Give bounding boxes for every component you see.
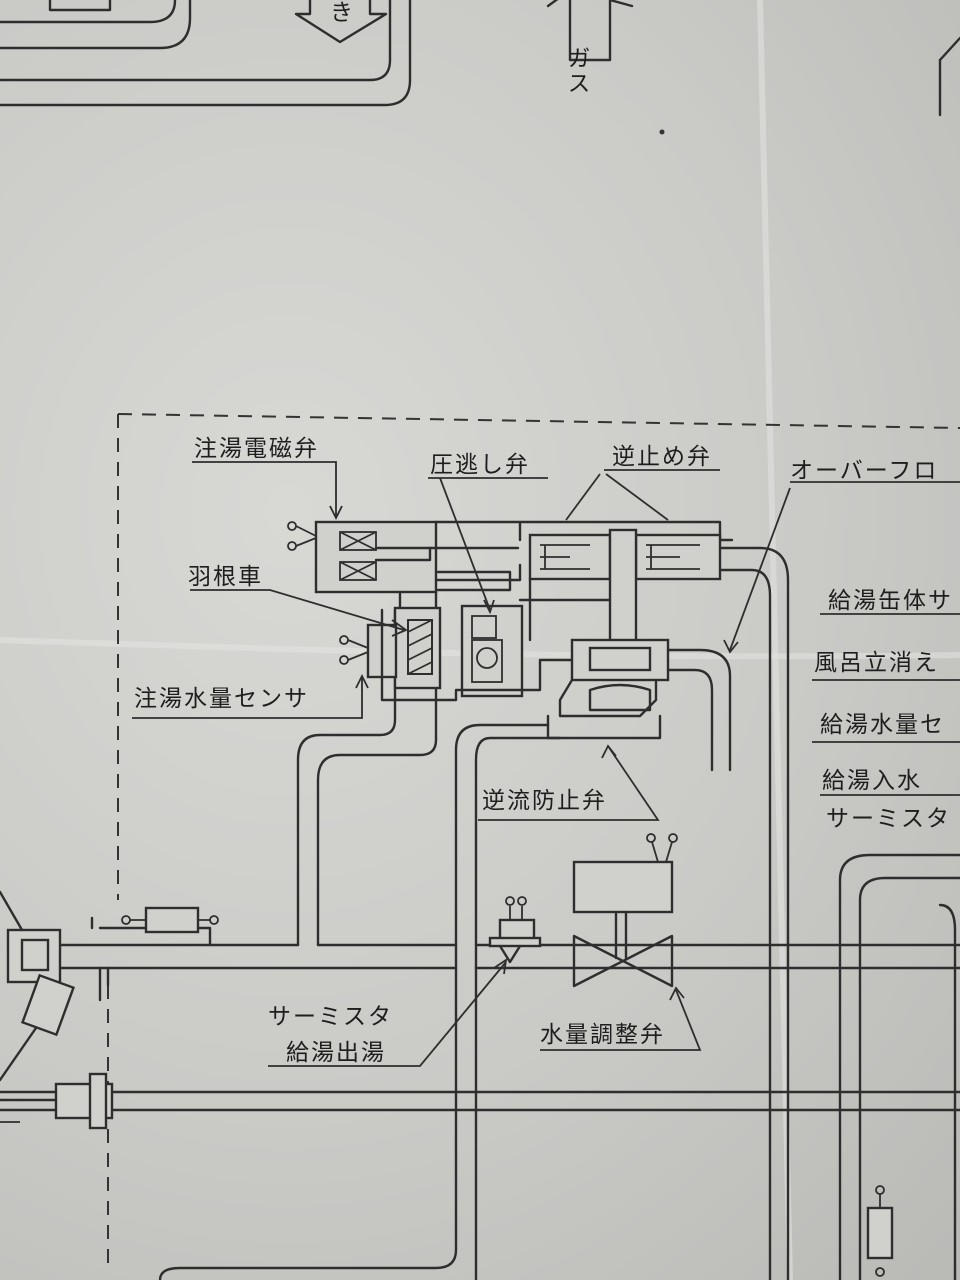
top-right-arrow [938, 36, 960, 62]
solenoid-terminals [287, 521, 369, 665]
label-impeller: 羽根車 [188, 564, 263, 590]
thermal-fuse [121, 906, 219, 934]
flow-adjust-valve [572, 833, 678, 988]
leader-lines [0, 461, 791, 1123]
valve-assembly [314, 520, 734, 740]
paper-crease [757, 0, 793, 1280]
overflow-pipes [666, 546, 790, 1280]
label-fill-solenoid: 注湯電磁弁 [194, 436, 319, 462]
label-hot-water-outlet: 給湯出湯 [286, 1040, 386, 1066]
left-lower-sensor [0, 1072, 114, 1130]
boundary-dashed-top [117, 413, 960, 429]
label-pressure-relief: 圧逃し弁 [430, 452, 530, 478]
left-fitting [0, 890, 76, 1082]
main-hot-water-line [0, 916, 960, 1112]
right-lower-pipes [838, 853, 960, 1280]
ink-dot [659, 129, 665, 135]
label-thermistor: サーミスタ [268, 1004, 393, 1030]
label-thermistor-right: サーミスタ [826, 806, 951, 832]
label-flow-adjust-valve: 水量調整弁 [540, 1022, 665, 1048]
label-overflow: オーバーフロ [790, 458, 938, 484]
fill-supply-pipes [158, 698, 562, 1280]
arrow-down-ki [294, 0, 388, 44]
label-heater-body: 給湯缶体サ [828, 588, 953, 614]
arrow-ki-label: き [330, 0, 355, 26]
label-fill-flow-sensor: 注湯水量センサ [134, 686, 309, 712]
paper-crease [0, 637, 960, 660]
backflow-chamber-top [570, 638, 670, 682]
label-hot-flow-sensor: 給湯水量セ [820, 712, 945, 738]
backflow-seat [588, 646, 652, 672]
label-backflow-preventer: 逆流防止弁 [482, 788, 607, 814]
right-label-underlines [790, 481, 960, 796]
thermistor-outlet [488, 896, 542, 964]
label-hot-water-inlet: 給湯入水 [822, 768, 922, 794]
check-valve-center-stem [608, 528, 638, 652]
label-bath-flame: 風呂立消え [814, 650, 939, 676]
top-pipes [0, 0, 412, 107]
arrow-up-gas [546, 0, 634, 62]
arrow-gas-label: ガス [563, 46, 589, 96]
label-check-valve: 逆止め弁 [612, 444, 712, 470]
